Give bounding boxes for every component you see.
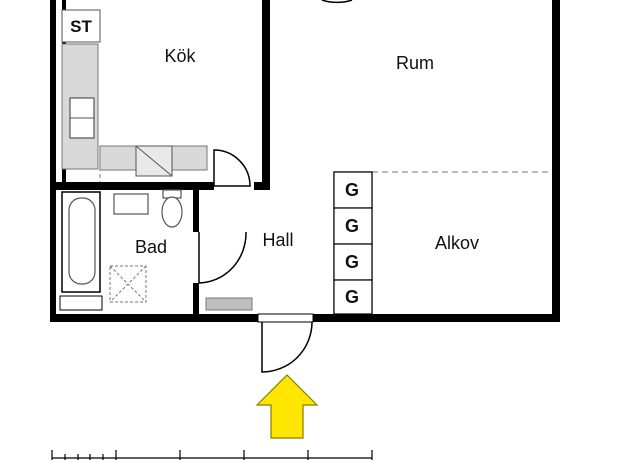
toilet-bowl: [161, 196, 183, 228]
living-room-label: Rum: [396, 53, 434, 73]
outer-wall-left: [50, 0, 56, 322]
bath-counter: [59, 295, 103, 311]
bath-door-swing: [198, 231, 247, 284]
outer-wall-right: [552, 0, 560, 322]
closet-3: [333, 243, 373, 281]
balcony-door-swing: [321, 0, 353, 4]
scale-bar-icon: [51, 450, 373, 460]
living-area: Rum: [321, 0, 552, 173]
kitchen-wall-right: [262, 0, 270, 190]
closet-label-3: G: [345, 252, 359, 272]
kitchen-label: Kök: [164, 46, 196, 66]
bath-area: Bad: [59, 189, 183, 311]
fridge-diagonal: [135, 145, 173, 177]
storage-label: ST: [70, 17, 92, 36]
closet-2: [333, 207, 373, 245]
kitchen-area: ST Kök: [61, 9, 251, 187]
bath-label: Bad: [135, 237, 167, 257]
bath-wall-right-upper: [193, 182, 199, 232]
kitchen-wall-bottom-left: [50, 182, 214, 190]
alcove-label: Alkov: [435, 233, 479, 253]
bath-wall-right-lower: [193, 283, 199, 322]
closet-4: [333, 279, 373, 315]
entrance-opening: [257, 313, 314, 323]
bath-sink: [113, 193, 149, 215]
entrance-door-swing: [261, 321, 313, 373]
storage-box: [61, 9, 101, 43]
outer-wall-bottom-left: [50, 314, 258, 322]
closets: G G G G: [333, 171, 373, 315]
bathtub-inner: [68, 197, 96, 285]
outer-wall-bottom-right: [313, 314, 560, 322]
closet-label-1: G: [345, 180, 359, 200]
closet-label-2: G: [345, 216, 359, 236]
shower-cross-2: [109, 265, 147, 303]
closet-label-4: G: [345, 287, 359, 307]
kitchen-door-swing: [213, 149, 251, 187]
hall-area: Hall: [198, 230, 314, 373]
hall-shelf: [205, 297, 253, 311]
entrance-arrow-icon: [255, 374, 319, 439]
hall-label: Hall: [262, 230, 293, 250]
closet-1: [333, 171, 373, 209]
kitchen-wall-bottom-right: [254, 182, 270, 190]
